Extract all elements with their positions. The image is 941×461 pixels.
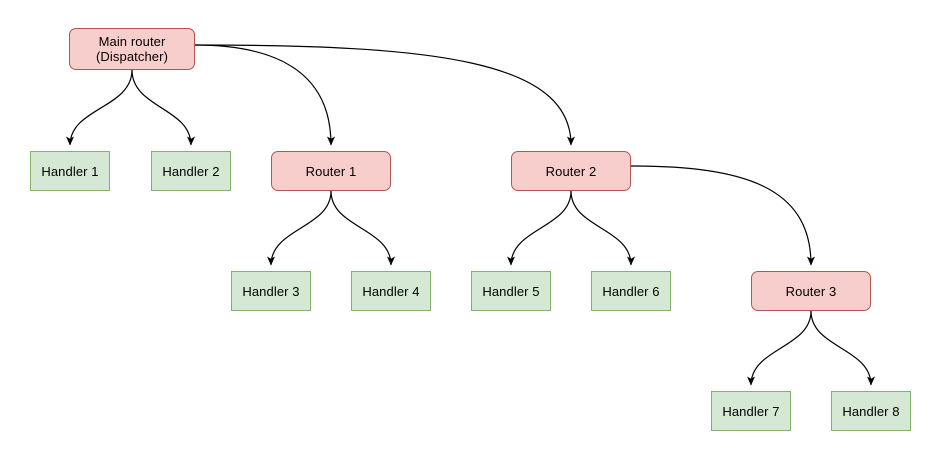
edge-router-2-to-router-3 [630,165,815,266]
node-label-handler-3: Handler 3 [242,283,300,299]
node-label-main-router: Main router (Dispatcher) [96,34,168,64]
node-handler-1[interactable]: Handler 1 [30,151,110,191]
edge-router-2-to-handler-6 [570,190,635,266]
edge-router-1-to-handler-4 [330,190,395,266]
edge-main-router-to-handler-2 [131,69,195,146]
node-label-router-2: Router 2 [545,163,597,179]
node-label-handler-5: Handler 5 [482,283,540,299]
node-label-router-1: Router 1 [305,163,357,179]
node-label-handler-8: Handler 8 [842,403,900,419]
node-router-3[interactable]: Router 3 [751,271,871,311]
node-label-handler-2: Handler 2 [162,163,220,179]
node-label-handler-1: Handler 1 [41,163,99,179]
edge-router-1-to-handler-3 [267,190,332,266]
edge-main-router-to-handler-1 [66,69,133,146]
node-label-handler-7: Handler 7 [722,403,780,419]
node-handler-7[interactable]: Handler 7 [711,391,791,431]
edge-main-router-to-router-2 [194,44,575,146]
edges-group [66,44,875,386]
node-handler-2[interactable]: Handler 2 [151,151,231,191]
node-router-2[interactable]: Router 2 [511,151,631,191]
node-handler-6[interactable]: Handler 6 [591,271,671,311]
node-handler-5[interactable]: Handler 5 [471,271,551,311]
node-handler-8[interactable]: Handler 8 [831,391,911,431]
edge-router-3-to-handler-8 [810,310,875,386]
edge-router-3-to-handler-7 [747,310,812,386]
edge-router-2-to-handler-5 [507,190,572,266]
node-label-handler-6: Handler 6 [602,283,660,299]
edge-main-router-to-router-1 [194,44,335,146]
node-handler-3[interactable]: Handler 3 [231,271,311,311]
node-handler-4[interactable]: Handler 4 [351,271,431,311]
node-router-1[interactable]: Router 1 [271,151,391,191]
node-label-handler-4: Handler 4 [362,283,420,299]
node-main-router[interactable]: Main router (Dispatcher) [69,28,195,70]
node-label-router-3: Router 3 [785,283,837,299]
